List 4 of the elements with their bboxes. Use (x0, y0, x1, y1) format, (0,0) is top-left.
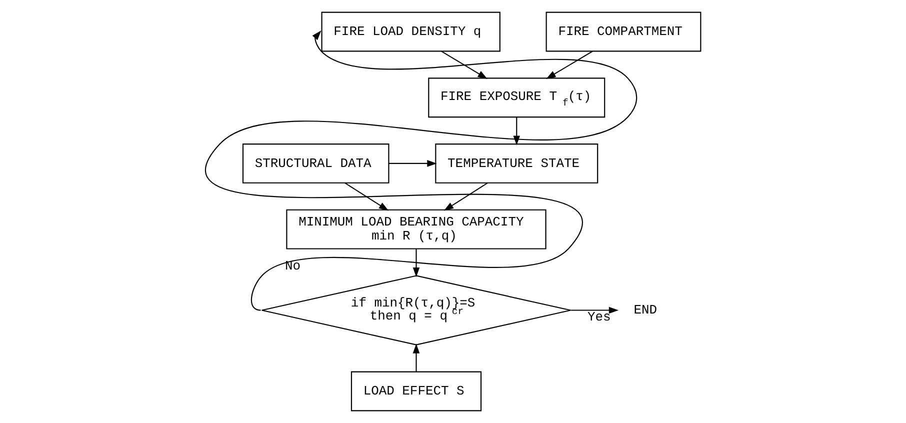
node-text: END (634, 302, 658, 318)
edge-label: Yes (587, 310, 611, 325)
node-box: LOAD EFFECT S (350, 371, 482, 412)
arrow (412, 344, 420, 372)
